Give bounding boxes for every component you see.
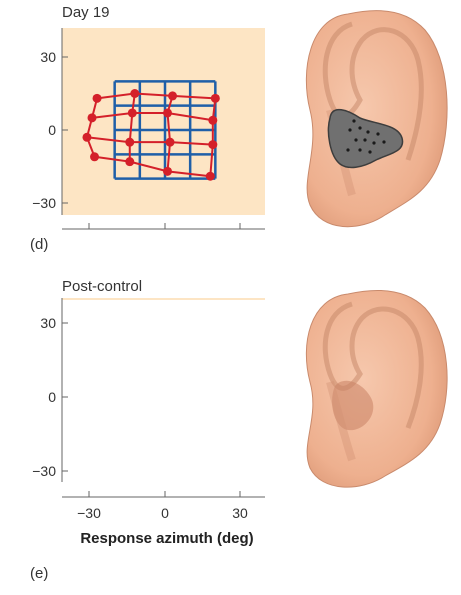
response-point — [165, 137, 175, 147]
y-axis — [61, 298, 68, 482]
response-point — [208, 115, 218, 125]
response-grid-line — [85, 98, 99, 158]
red-response-grid — [82, 89, 220, 181]
response-grid-line — [128, 93, 136, 162]
panel-e-letter: (e) — [30, 565, 49, 582]
response-point — [205, 171, 215, 181]
ear-helix-fold — [322, 21, 424, 161]
response-grid-line — [96, 92, 216, 100]
ear-outer-shape — [305, 10, 448, 228]
y-tick-label: −30 — [32, 195, 56, 211]
response-grid-line — [94, 155, 211, 178]
x-axis — [62, 223, 265, 230]
ear-lobe-shadow — [326, 380, 356, 462]
panel-e-title: Post-control — [62, 278, 143, 295]
response-point — [125, 137, 135, 147]
response-point — [127, 108, 137, 118]
x-axis — [62, 491, 265, 498]
y-tick-label: 0 — [48, 122, 56, 138]
ear-outer-shape — [305, 290, 448, 488]
x-tick-label: 0 — [161, 505, 169, 521]
x-tick-label: −30 — [77, 505, 101, 521]
response-point — [168, 91, 178, 101]
response-point — [125, 157, 135, 167]
response-point — [82, 132, 92, 142]
response-point — [87, 113, 97, 123]
y-tick-label: 30 — [40, 49, 56, 65]
blue-target-grid — [113, 80, 217, 180]
ear-concha — [332, 380, 374, 431]
panel-d-letter: (d) — [30, 236, 49, 253]
plot-background — [62, 298, 265, 300]
panel-d-plot: 30 0 −30 — [32, 28, 265, 230]
response-grid-line — [91, 111, 213, 122]
response-grid-line — [166, 95, 174, 172]
response-grid-line — [209, 98, 217, 177]
y-tick-label: −30 — [32, 463, 56, 479]
x-tick-label: 30 — [232, 505, 248, 521]
ear-illustration — [305, 290, 448, 488]
y-tick-label: 30 — [40, 315, 56, 331]
ear-helix-fold — [322, 301, 424, 429]
response-point — [92, 93, 102, 103]
response-point — [90, 152, 100, 162]
response-point — [208, 140, 218, 150]
response-grid-line — [86, 136, 213, 146]
y-axis — [61, 28, 68, 215]
mold-dots — [346, 119, 386, 154]
panel-e-plot — [62, 298, 265, 300]
response-point — [163, 108, 173, 118]
panel-d-title: Day 19 — [62, 4, 110, 21]
x-axis-label: Response azimuth (deg) — [80, 530, 253, 547]
ear-with-mold-illustration — [305, 10, 448, 228]
plot-background — [62, 28, 265, 215]
response-point — [210, 93, 220, 103]
response-point — [163, 166, 173, 176]
response-point — [130, 89, 140, 98]
y-tick-label: 0 — [48, 389, 56, 405]
